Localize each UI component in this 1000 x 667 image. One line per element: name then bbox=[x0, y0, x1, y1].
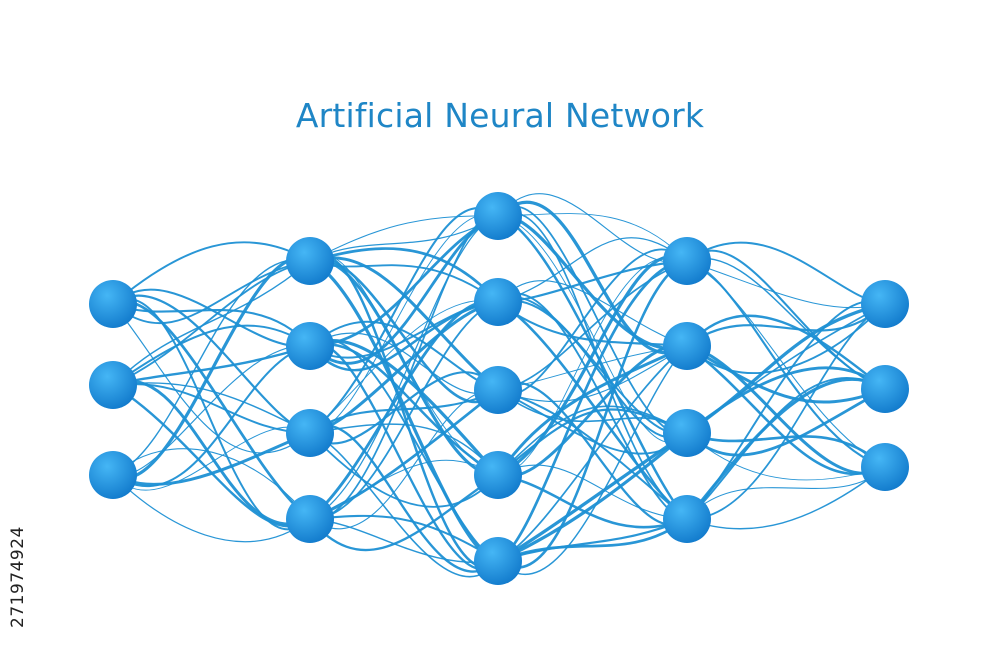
diagram-title: Artificial Neural Network bbox=[295, 96, 705, 135]
edge-l4n1-l5n3 bbox=[685, 259, 887, 469]
edge-l3n2-l4n2 bbox=[497, 280, 688, 347]
edge-l1n3-l2n4 bbox=[112, 474, 311, 543]
edge-l1n2-l2n3 bbox=[112, 382, 311, 434]
neuron-layer-2-4 bbox=[286, 495, 334, 543]
edge-l3n5-l4n1 bbox=[496, 259, 689, 569]
edge-l2n1-l3n1 bbox=[309, 215, 499, 262]
edge-l2n3-l3n5 bbox=[308, 424, 500, 573]
edge-l3n4-l4n4 bbox=[497, 464, 688, 520]
edge-l1n3-l2n3 bbox=[112, 426, 311, 491]
edge-l3n2-l4n4 bbox=[496, 300, 689, 521]
edge-l2n1-l3n5 bbox=[308, 254, 500, 568]
edge-l2n2-l3n5 bbox=[308, 342, 500, 571]
edge-l4n4-l5n2 bbox=[685, 377, 887, 521]
neuron-layer-4-4 bbox=[663, 495, 711, 543]
neuron-layer-4-3 bbox=[663, 409, 711, 457]
edge-l2n2-l3n5 bbox=[309, 338, 499, 562]
edge-l1n3-l2n1 bbox=[111, 256, 312, 480]
edge-l3n3-l4n2 bbox=[497, 345, 688, 403]
edge-l2n3-l3n5 bbox=[309, 432, 499, 578]
edge-l2n2-l3n3 bbox=[308, 320, 500, 392]
edge-l1n2-l2n1 bbox=[112, 260, 311, 386]
neuron-layer-4-1 bbox=[663, 237, 711, 285]
edge-l1n1-l2n4 bbox=[112, 298, 311, 531]
edge-l3n1-l4n1 bbox=[497, 193, 688, 264]
edge-l2n3-l3n3 bbox=[308, 388, 500, 435]
edge-l1n1-l2n3 bbox=[111, 294, 312, 435]
edge-l2n3-l3n3 bbox=[308, 371, 500, 445]
edge-l3n5-l4n3 bbox=[496, 431, 689, 563]
neuron-layer-2-1 bbox=[286, 237, 334, 285]
neuron-layer-3-4 bbox=[474, 451, 522, 499]
neuron-layer-5-2 bbox=[861, 365, 909, 413]
edge-l1n3-l2n1 bbox=[112, 258, 311, 476]
edge-l4n4-l5n3 bbox=[686, 466, 886, 530]
edge-l2n4-l3n1 bbox=[309, 215, 499, 520]
edge-l4n3-l5n3 bbox=[686, 432, 886, 481]
edge-l1n1-l2n2 bbox=[111, 288, 312, 348]
edge-l3n4-l4n3 bbox=[497, 405, 688, 476]
neuron-layer-5-1 bbox=[861, 280, 909, 328]
edge-l3n5-l4n4 bbox=[496, 517, 689, 563]
edge-l2n1-l3n3 bbox=[308, 256, 500, 392]
edge-l2n2-l3n4 bbox=[308, 342, 500, 477]
edge-l4n4-l5n3 bbox=[686, 466, 886, 520]
neuron-layer-3-2 bbox=[474, 278, 522, 326]
edge-l4n3-l5n2 bbox=[685, 366, 887, 435]
edge-l3n5-l4n2 bbox=[497, 345, 688, 562]
edge-l4n1-l5n3 bbox=[686, 260, 886, 468]
neuron-layer-5-3 bbox=[861, 443, 909, 491]
edge-l1n1-l2n1 bbox=[112, 260, 311, 325]
edge-l2n4-l3n3 bbox=[309, 389, 499, 529]
neuron-layer-2-3 bbox=[286, 409, 334, 457]
edge-l2n2-l3n2 bbox=[308, 300, 500, 372]
edge-l2n1-l3n5 bbox=[308, 259, 500, 563]
edge-l4n3-l5n2 bbox=[685, 387, 887, 457]
edge-l2n4-l3n2 bbox=[308, 299, 500, 521]
edge-l3n1-l4n4 bbox=[497, 211, 688, 520]
edge-l4n2-l5n2 bbox=[685, 314, 887, 391]
edge-l2n3-l3n2 bbox=[309, 299, 499, 434]
edge-l3n3-l4n4 bbox=[497, 389, 688, 520]
edge-l3n4-l4n4 bbox=[496, 473, 689, 529]
edge-l2n4-l3n4 bbox=[308, 473, 500, 552]
neuron-layer-4-2 bbox=[663, 322, 711, 370]
neuron-layer-1-2 bbox=[89, 361, 137, 409]
neuron-layer-2-2 bbox=[286, 322, 334, 370]
neuron-layer-3-1 bbox=[474, 192, 522, 240]
edge-l2n4-l3n2 bbox=[309, 301, 499, 520]
edge-l3n1-l4n3 bbox=[497, 215, 688, 443]
edge-l4n1-l5n1 bbox=[686, 260, 886, 309]
edge-l3n4-l4n3 bbox=[496, 408, 689, 477]
neuron-layer-3-5 bbox=[474, 537, 522, 585]
edge-l1n1-l2n3 bbox=[112, 303, 311, 454]
neuron-layer-3-3 bbox=[474, 366, 522, 414]
edge-l2n3-l3n4 bbox=[309, 432, 499, 508]
neuron-layer-1-3 bbox=[89, 451, 137, 499]
neuron-layer-1-1 bbox=[89, 280, 137, 328]
edge-l1n3-l2n4 bbox=[112, 448, 311, 520]
edge-l2n2-l3n1 bbox=[308, 214, 500, 365]
edge-l4n2-l5n2 bbox=[685, 344, 887, 404]
edge-l1n1-l2n1 bbox=[112, 241, 311, 305]
edge-l1n3-l2n2 bbox=[111, 344, 312, 487]
edge-l1n2-l2n4 bbox=[111, 379, 312, 526]
edge-l3n2-l4n1 bbox=[497, 237, 688, 303]
neurons bbox=[89, 192, 909, 585]
edge-l4n4-l5n1 bbox=[686, 303, 886, 520]
edge-l3n5-l4n1 bbox=[496, 259, 689, 563]
edge-l2n3-l3n1 bbox=[308, 207, 500, 435]
edge-l4n2-l5n1 bbox=[685, 302, 887, 348]
edge-l1n2-l2n1 bbox=[112, 260, 311, 386]
edge-l2n4-l3n4 bbox=[309, 459, 499, 520]
connections bbox=[111, 193, 887, 578]
